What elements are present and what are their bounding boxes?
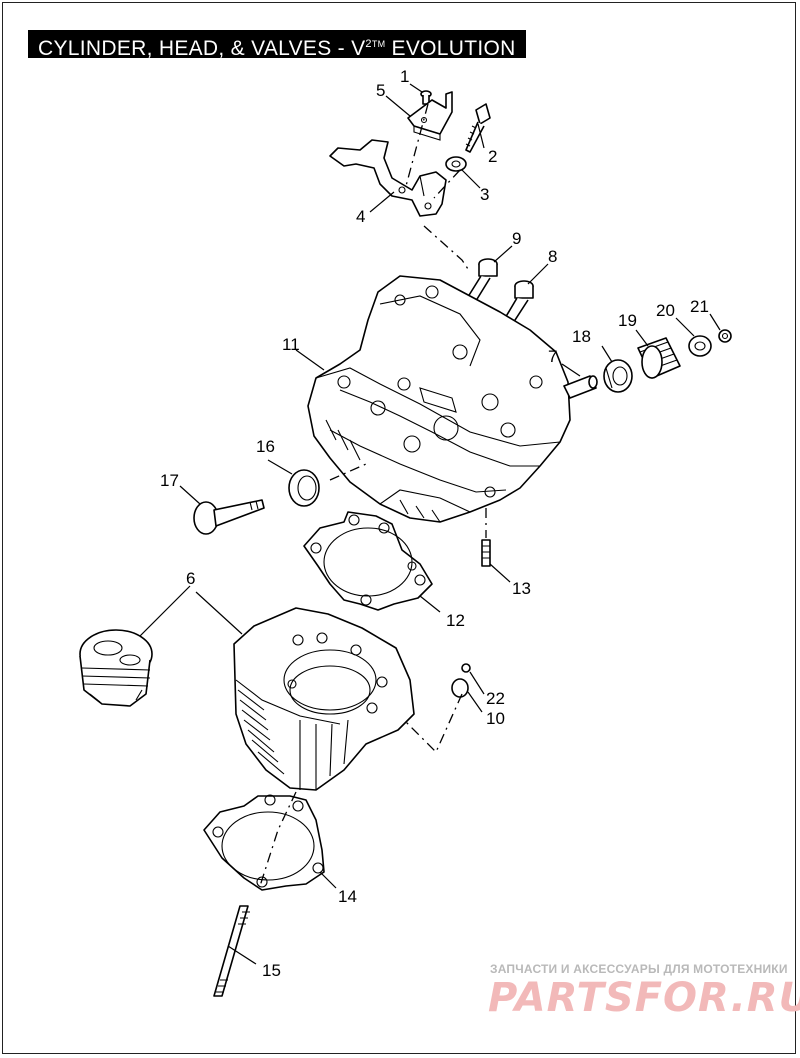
part-5-bracket[interactable] (407, 91, 453, 141)
part-13-stud[interactable] (481, 539, 491, 567)
part-16-seal-ring[interactable] (288, 469, 320, 507)
callout-15: 15 (262, 961, 281, 980)
part-17-valve[interactable] (193, 499, 265, 535)
part-4-mount-bracket[interactable] (329, 139, 447, 217)
callout-12: 12 (446, 611, 465, 630)
part-22-o-ring[interactable] (461, 663, 471, 673)
part-6-piston[interactable] (79, 629, 153, 707)
part-2-bolt[interactable] (465, 103, 491, 153)
callout-4: 4 (356, 207, 365, 226)
title-superscript: 2 (365, 38, 372, 50)
part-15-long-stud[interactable] (213, 905, 250, 997)
callout-21: 21 (690, 297, 709, 316)
callout-6: 6 (186, 569, 195, 588)
alignment-lines (259, 103, 487, 887)
callout-9: 9 (512, 229, 521, 248)
title-suffix: EVOLUTION (385, 37, 516, 60)
callout-labels: 1 2 3 4 5 6 7 8 9 10 11 12 13 14 15 16 1… (160, 67, 709, 980)
callout-17: 17 (160, 471, 179, 490)
part-18-valve-seal[interactable] (603, 359, 633, 393)
leader-lines (139, 83, 721, 965)
part-3-washer[interactable] (445, 156, 467, 172)
title-prefix: CYLINDER, HEAD, & VALVES - V (38, 37, 366, 60)
part-21-keeper[interactable] (718, 329, 732, 343)
part-6-cylinder[interactable] (233, 607, 415, 791)
callout-5: 5 (376, 81, 385, 100)
part-10-dowel[interactable] (451, 678, 469, 698)
callout-13: 13 (512, 579, 531, 598)
title-trademark: TM (371, 39, 386, 49)
callout-3: 3 (480, 185, 489, 204)
callout-11: 11 (282, 335, 300, 354)
part-7-valve-guide[interactable] (563, 375, 598, 399)
callout-8: 8 (548, 247, 557, 266)
callout-1: 1 (400, 67, 409, 86)
callout-18: 18 (572, 327, 591, 346)
callout-2: 2 (488, 147, 497, 166)
watermark-logo: PARTSFOR.RU (488, 975, 800, 1021)
watermark-tagline: ЗАПЧАСТИ И АКСЕССУАРЫ ДЛЯ МОТОТЕХНИКИ (490, 962, 788, 976)
part-20-retainer[interactable] (688, 335, 712, 357)
callout-19: 19 (618, 311, 637, 330)
callout-14: 14 (338, 887, 357, 906)
part-11-cylinder-head[interactable] (307, 275, 571, 523)
callout-16: 16 (256, 437, 275, 456)
callout-7: 7 (548, 347, 557, 366)
part-12-head-gasket[interactable] (303, 511, 433, 611)
callout-22: 22 (486, 689, 505, 708)
callout-20: 20 (656, 301, 675, 320)
part-19-valve-spring[interactable] (637, 337, 681, 379)
page-title: CYLINDER, HEAD, & VALVES - V2TM EVOLUTIO… (28, 30, 526, 60)
part-14-base-gasket[interactable] (203, 794, 325, 891)
callout-10: 10 (486, 709, 505, 728)
